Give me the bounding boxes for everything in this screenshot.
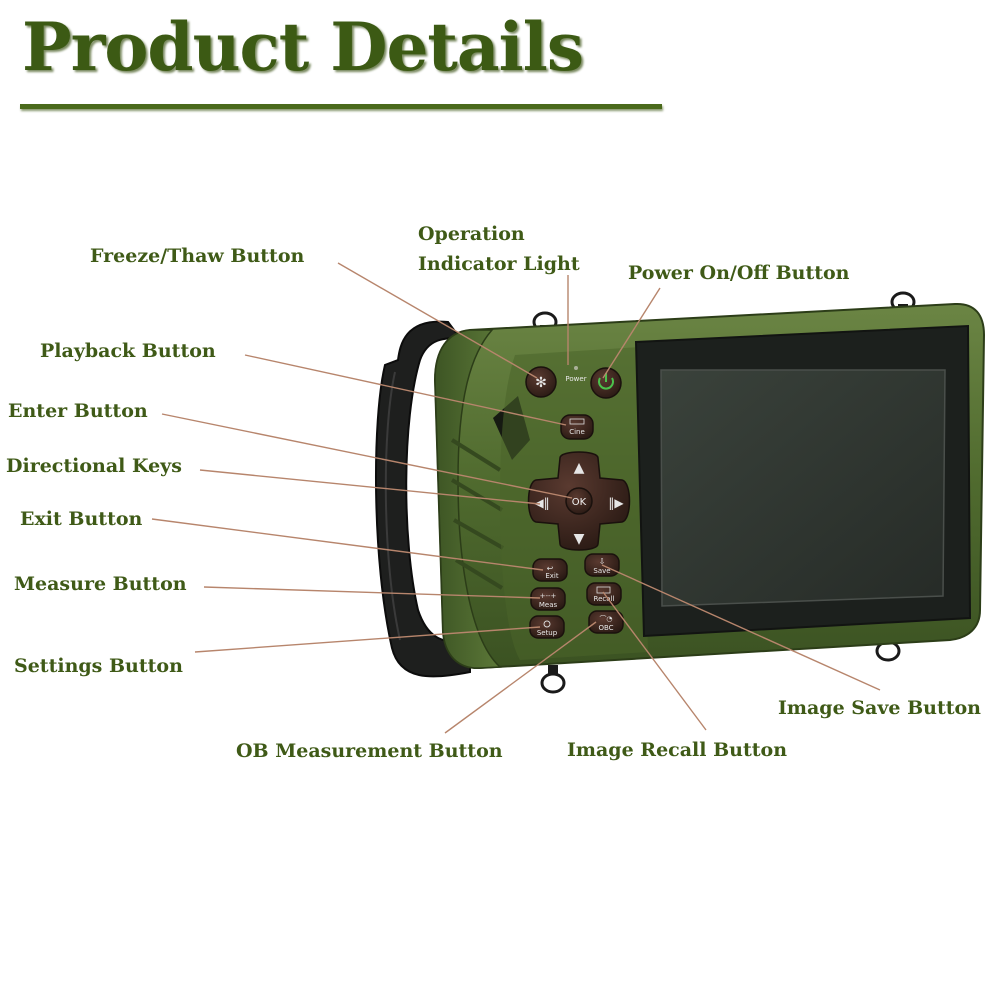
- leader-settings: [194, 626, 541, 653]
- arrow-left-icon: ◀‖: [534, 496, 549, 510]
- label-operation-line2: Indicator Light: [418, 253, 580, 275]
- leader-freeze: [337, 262, 538, 379]
- label-ob-measurement: OB Measurement Button: [236, 740, 503, 762]
- label-power: Power On/Off Button: [628, 262, 850, 284]
- strap: [375, 320, 471, 678]
- label-measure: Measure Button: [14, 573, 187, 595]
- leader-exit: [151, 518, 544, 571]
- leader-ob: [444, 621, 597, 734]
- label-operation-line1: Operation: [418, 223, 525, 245]
- exit-button[interactable]: ↩ Exit: [532, 558, 568, 582]
- leader-playback: [244, 354, 567, 426]
- power-button[interactable]: [590, 367, 622, 399]
- leader-directional: [199, 469, 541, 505]
- hook-bottom-left: [540, 665, 566, 694]
- label-image-recall: Image Recall Button: [567, 739, 787, 761]
- gear-icon: [543, 620, 551, 628]
- title-underline: [20, 104, 662, 109]
- meas-label: Meas: [539, 601, 558, 609]
- leader-power: [602, 287, 661, 379]
- setup-label: Setup: [537, 629, 558, 637]
- arrow-up-icon: ▲: [574, 460, 585, 476]
- leader-lines: [151, 262, 881, 734]
- baby-icon: ⌒◔: [599, 615, 612, 623]
- recall-label: Recall: [594, 595, 615, 603]
- screen-display: [660, 369, 946, 607]
- film-icon: [569, 418, 585, 425]
- operation-indicator-light: Power: [565, 366, 587, 383]
- obc-label: OBC: [598, 624, 613, 632]
- return-icon: ↩: [547, 564, 554, 573]
- ok-label: OK: [572, 497, 587, 508]
- page-title: Product Details: [22, 8, 584, 86]
- snowflake-icon: ✻: [535, 375, 547, 391]
- measure-button[interactable]: +--+ Meas: [530, 587, 566, 611]
- save-label: Save: [593, 567, 610, 575]
- label-directional: Directional Keys: [6, 455, 182, 477]
- leader-save: [601, 564, 881, 691]
- label-playback: Playback Button: [40, 340, 216, 362]
- save-icon: ⇩: [599, 557, 606, 566]
- callout-labels: Freeze/Thaw Button Operation Indicator L…: [6, 223, 981, 762]
- freeze-button[interactable]: ✻: [525, 366, 557, 398]
- label-exit: Exit Button: [20, 508, 143, 530]
- label-image-save: Image Save Button: [778, 697, 981, 719]
- arrow-right-icon: ‖▶: [608, 496, 624, 510]
- cine-label: Cine: [569, 428, 585, 436]
- label-settings: Settings Button: [14, 655, 183, 677]
- obc-button[interactable]: ⌒◔ OBC: [588, 610, 624, 634]
- label-enter: Enter Button: [8, 400, 148, 422]
- leader-enter: [161, 413, 573, 499]
- leader-recall: [602, 591, 707, 731]
- power-light-label: Power: [565, 375, 586, 383]
- exit-label: Exit: [545, 572, 559, 580]
- cine-button[interactable]: Cine: [560, 414, 594, 440]
- arrow-down-icon: ▼: [574, 531, 585, 547]
- leader-measure: [203, 586, 541, 599]
- setup-button[interactable]: Setup: [529, 615, 565, 639]
- label-freeze: Freeze/Thaw Button: [90, 245, 304, 267]
- ruler-icon: +--+: [540, 592, 557, 600]
- ok-button[interactable]: OK: [565, 487, 593, 515]
